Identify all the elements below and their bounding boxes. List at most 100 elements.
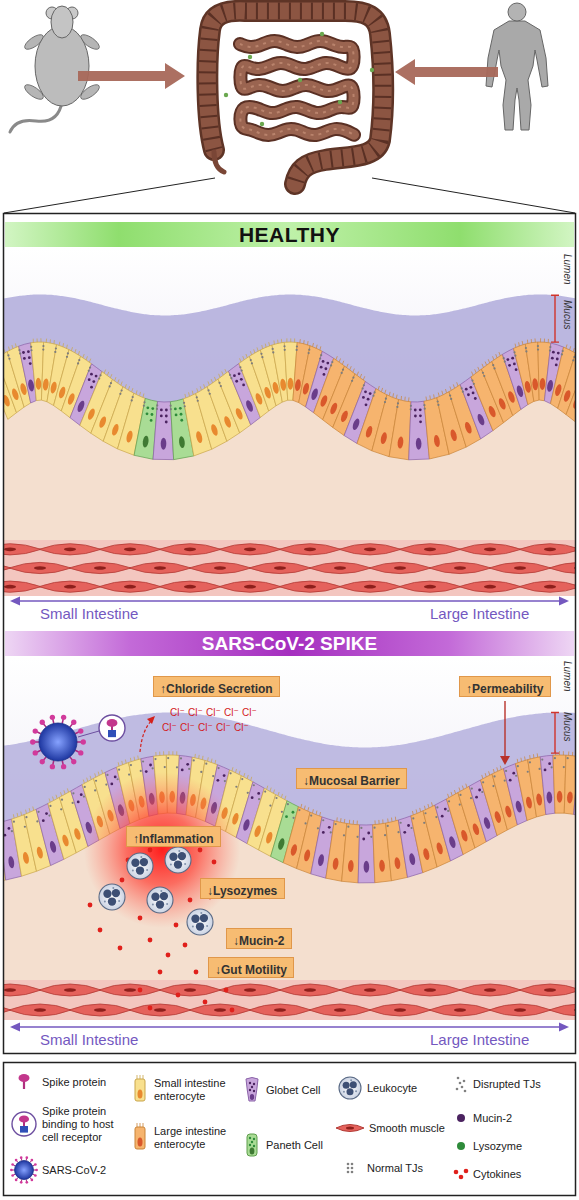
leukocyte-body [187, 909, 213, 935]
muscle-nucleus [244, 988, 256, 992]
muscle-nucleus [184, 585, 196, 589]
mucin-granule [110, 783, 113, 786]
microvillus [172, 751, 173, 755]
microvillus [419, 808, 421, 812]
tight-junction [554, 757, 556, 759]
microvillus [59, 342, 61, 346]
tight-junction [322, 819, 324, 821]
mucin-granule [216, 779, 219, 782]
tight-junction [296, 345, 298, 347]
mucin-granule [513, 363, 516, 366]
muscle-nucleus [484, 548, 496, 552]
epithelium [4, 338, 575, 460]
microvillus [32, 807, 34, 811]
mucin-granule [235, 380, 238, 383]
cell-nucleus [254, 392, 263, 405]
microvillus [95, 773, 96, 777]
microvillus [163, 751, 164, 755]
tight-junction [283, 345, 285, 347]
microvillus [462, 786, 463, 790]
microvillus [15, 343, 16, 347]
virus-spike-head [40, 759, 45, 764]
cell-nucleus [250, 1094, 254, 1100]
cell-nucleus [242, 818, 251, 831]
virus-spike-head [33, 750, 38, 755]
tight-junction [269, 804, 271, 806]
muscle-nucleus [424, 548, 436, 552]
leukocyte-body [99, 884, 125, 910]
mucin-granule [233, 374, 236, 377]
lysozyme-granule [253, 1145, 255, 1147]
tight-junction [78, 359, 80, 361]
leukocyte-body [127, 853, 153, 879]
legend-text: Paneth Cell [266, 1139, 336, 1152]
tight-junction [212, 775, 214, 777]
microvillus [391, 818, 393, 822]
microvillus [496, 354, 497, 358]
cytokine [138, 916, 143, 921]
cell-nucleus [138, 1138, 143, 1147]
cell-nucleus [290, 843, 298, 856]
microvillus [37, 338, 38, 342]
mucin-granule [441, 815, 444, 818]
tight-junction [319, 357, 321, 359]
node-text: ↓Mucin-2 [233, 934, 284, 949]
axis-line [16, 600, 563, 602]
microvillus [277, 340, 278, 344]
tight-junction [200, 771, 202, 773]
virus-illustration [30, 701, 510, 769]
muscle-cell [489, 562, 551, 573]
tight-junction [473, 383, 475, 385]
tight-junction [176, 766, 178, 768]
legend-text: Lysozyme [473, 1140, 568, 1153]
tight-junction [180, 757, 182, 759]
tight-junction [60, 808, 62, 810]
muscle-nucleus [184, 988, 196, 992]
microvillus [198, 755, 200, 759]
muscle-cell [279, 581, 341, 592]
tight-junction [230, 377, 232, 379]
cell-nucleus [280, 378, 287, 391]
mucin-granule [512, 772, 515, 775]
host-receptor [108, 730, 116, 737]
microvillus [378, 820, 379, 824]
tight-junction [66, 356, 68, 358]
virus-spike-head [34, 1163, 37, 1166]
microvillus [493, 769, 494, 773]
muscle-band [4, 540, 575, 596]
tight-junction [36, 820, 38, 822]
cell-nucleus [234, 407, 244, 420]
muscle-cell [99, 581, 161, 592]
inset-circle [99, 715, 125, 741]
effect-box: ↓Mucin-2 [226, 928, 292, 949]
mucin-granule [465, 388, 468, 391]
muscle-cell [519, 984, 575, 996]
tight-junction [61, 799, 63, 801]
microvillus [278, 792, 279, 796]
tight-junction [384, 834, 386, 836]
microvillus [142, 393, 144, 397]
ion-label: Cl⁻ [180, 722, 195, 734]
legend-text: Large intestine enterocyte [154, 1125, 242, 1151]
microvillus [90, 776, 91, 780]
axis-arrow [10, 1023, 569, 1032]
tight-junction [105, 783, 107, 785]
mucin-granule [42, 819, 45, 822]
leukocyte-granule [140, 856, 142, 858]
virus-spike-head [11, 1174, 14, 1177]
muscle-nucleus [4, 585, 16, 589]
mucin-granule [249, 1082, 251, 1084]
cell-nucleus [294, 379, 301, 392]
axis-head [559, 1023, 569, 1032]
mucin-granule [186, 763, 189, 766]
virus-spike-head [61, 764, 66, 769]
panel-frame [4, 214, 576, 1054]
microvillus [281, 339, 282, 343]
cell-nucleus [348, 860, 354, 872]
microvillus [78, 351, 79, 355]
cell-nucleus [138, 1090, 143, 1099]
tight-junction [209, 393, 211, 395]
tight-junction [396, 406, 398, 408]
